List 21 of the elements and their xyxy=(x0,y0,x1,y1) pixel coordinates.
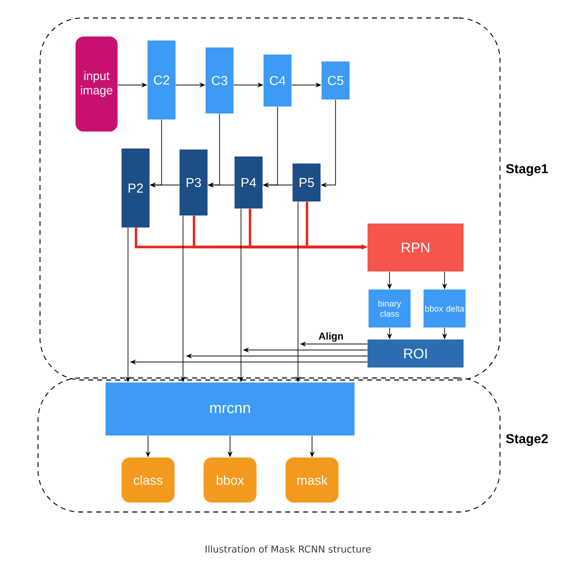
edge-label: Align xyxy=(318,331,344,343)
process-box: mrcnn xyxy=(106,382,355,436)
process-box: C3 xyxy=(206,48,234,114)
process-box: P4 xyxy=(234,156,263,209)
rounded-box: input image xyxy=(76,36,118,132)
process-box: P2 xyxy=(122,148,150,228)
rounded-box: mask xyxy=(286,458,339,503)
process-box: binary class xyxy=(368,290,411,328)
process-box: C5 xyxy=(322,62,350,100)
caption: Illustration of Mask RCNN structure xyxy=(206,545,371,553)
process-box: P5 xyxy=(292,164,321,202)
process-box: C4 xyxy=(264,54,292,107)
process-box: C2 xyxy=(148,40,176,120)
process-box: P3 xyxy=(180,150,208,216)
rounded-box: bbox xyxy=(204,458,257,503)
process-box: ROI xyxy=(368,340,464,368)
process-box: bbox delta xyxy=(424,290,466,328)
rounded-box: class xyxy=(122,458,175,503)
stage-label: Stage2 xyxy=(506,434,548,446)
stage-label: Stage1 xyxy=(506,164,548,176)
process-box: RPN xyxy=(368,224,464,272)
